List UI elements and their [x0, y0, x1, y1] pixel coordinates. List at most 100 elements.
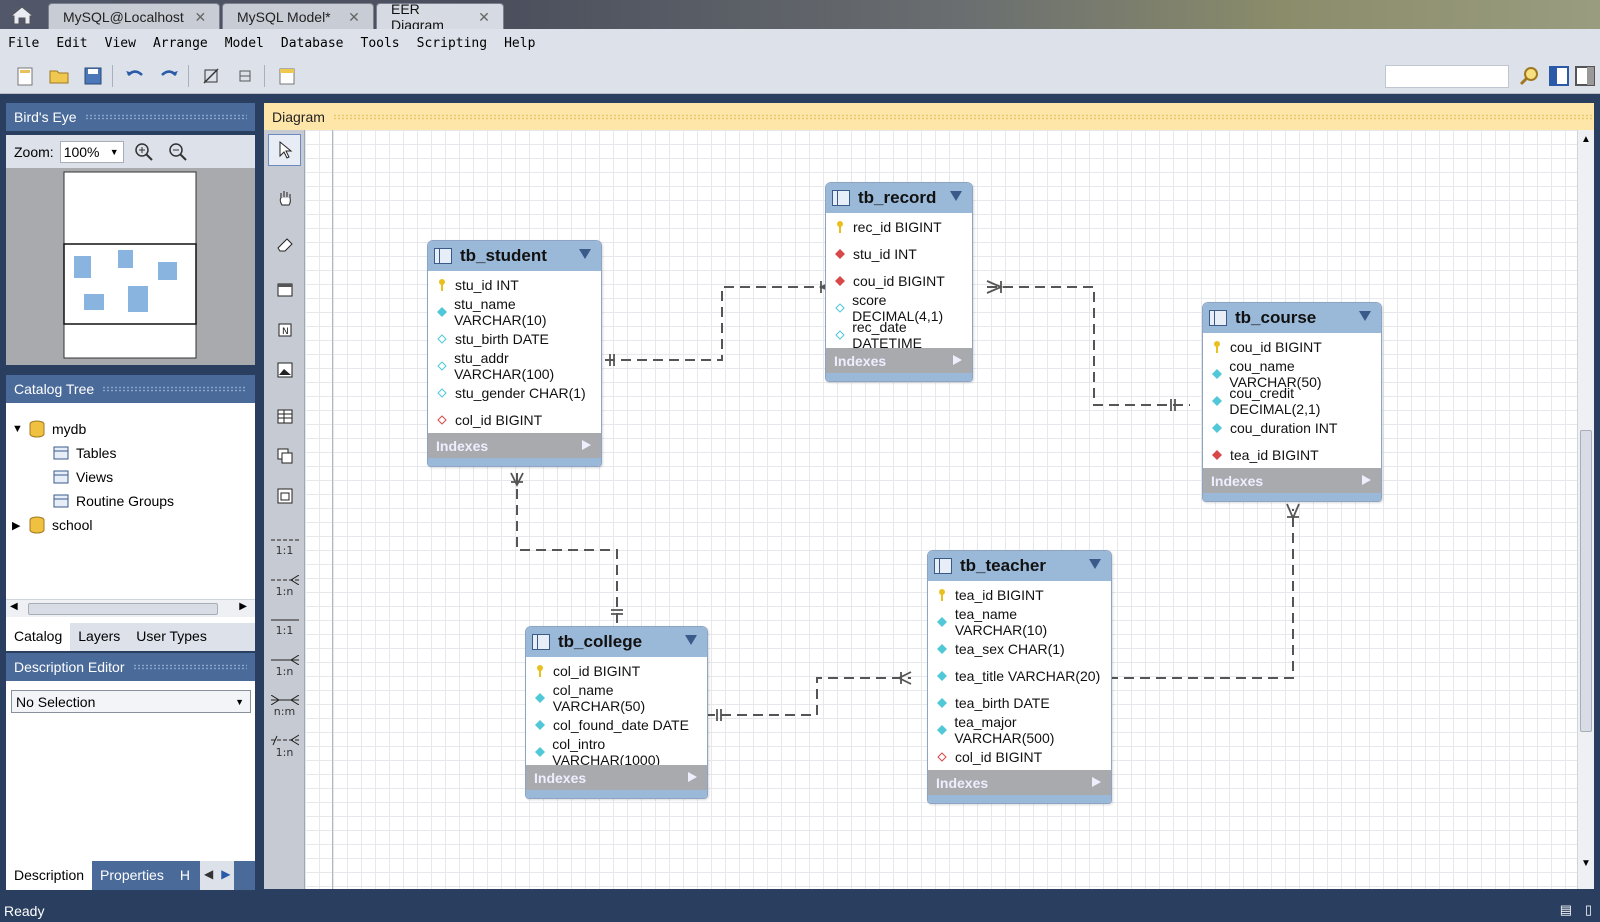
tree-item-routine-groups[interactable]: Routine Groups: [52, 492, 174, 510]
column-row[interactable]: stu_id INT: [428, 271, 601, 298]
table-tb-college[interactable]: tb_college col_id BIGINT col_name VARCHA…: [525, 626, 708, 799]
column-row[interactable]: col_id BIGINT: [928, 743, 1111, 770]
collapse-icon[interactable]: [685, 635, 697, 645]
column-row[interactable]: score DECIMAL(4,1): [826, 294, 972, 321]
redo-icon[interactable]: [158, 65, 180, 87]
close-icon[interactable]: ✕: [347, 10, 361, 24]
birdseye-view[interactable]: [6, 168, 255, 365]
scrollbar-thumb[interactable]: [28, 603, 218, 615]
routine-group-tool[interactable]: [268, 480, 301, 512]
relationship-1-n-tool[interactable]: 1:n: [268, 570, 301, 602]
horizontal-scrollbar[interactable]: ◀ ▶: [6, 599, 255, 617]
relationship-existing-columns-tool[interactable]: 1:n: [268, 730, 301, 762]
column-row[interactable]: tea_id BIGINT: [928, 581, 1111, 608]
align-grid-icon[interactable]: [234, 65, 256, 87]
tab-mysql-model[interactable]: MySQL Model* ✕: [222, 3, 374, 29]
close-icon[interactable]: ✕: [194, 10, 207, 24]
indexes-section[interactable]: Indexes: [1203, 468, 1381, 493]
column-row[interactable]: rec_date DATETIME: [826, 321, 972, 348]
menu-help[interactable]: Help: [504, 36, 535, 51]
collapse-icon[interactable]: [950, 191, 962, 201]
column-row[interactable]: cou_id BIGINT: [826, 267, 972, 294]
column-row[interactable]: rec_id BIGINT: [826, 213, 972, 240]
table-header[interactable]: tb_record: [826, 183, 972, 213]
tab-eer-diagram[interactable]: EER Diagram ✕: [376, 3, 504, 29]
table-tool[interactable]: [268, 400, 301, 432]
save-icon[interactable]: [82, 65, 104, 87]
search-icon[interactable]: [1518, 65, 1540, 87]
tab-mysql-localhost[interactable]: MySQL@Localhost ✕: [48, 3, 220, 29]
menu-edit[interactable]: Edit: [56, 36, 87, 51]
column-row[interactable]: col_found_date DATE: [526, 711, 707, 738]
column-row[interactable]: tea_name VARCHAR(10): [928, 608, 1111, 635]
description-editor[interactable]: No Selection ▼: [6, 681, 255, 861]
relationship-1-1-identifying-tool[interactable]: 1:1: [268, 610, 301, 642]
tree-item-mydb[interactable]: ▼ mydb: [12, 420, 86, 438]
menu-model[interactable]: Model: [225, 36, 264, 51]
collapse-icon[interactable]: [579, 249, 591, 259]
column-row[interactable]: stu_gender CHAR(1): [428, 379, 601, 406]
tree-item-tables[interactable]: Tables: [52, 444, 116, 462]
column-row[interactable]: cou_name VARCHAR(50): [1203, 360, 1381, 387]
column-row[interactable]: stu_name VARCHAR(10): [428, 298, 601, 325]
collapsed-arrow-icon[interactable]: ▶: [12, 519, 26, 532]
indexes-section[interactable]: Indexes: [826, 348, 972, 373]
collapse-icon[interactable]: [1359, 311, 1371, 321]
column-row[interactable]: stu_addr VARCHAR(100): [428, 352, 601, 379]
new-document-icon[interactable]: [14, 65, 36, 87]
column-row[interactable]: tea_sex CHAR(1): [928, 635, 1111, 662]
relationship-1-n-identifying-tool[interactable]: 1:n: [268, 650, 301, 682]
undo-icon[interactable]: [124, 65, 146, 87]
tab-history[interactable]: H: [172, 861, 198, 890]
toggle-sidebar-icon[interactable]: [1548, 65, 1570, 87]
toggle-secondary-sidebar-icon[interactable]: [1574, 65, 1596, 87]
zoom-out-icon[interactable]: [168, 142, 188, 162]
tab-catalog[interactable]: Catalog: [6, 623, 70, 651]
tab-scroll-left-icon[interactable]: ◀: [200, 861, 217, 890]
tab-layers[interactable]: Layers: [70, 623, 128, 651]
relationship-n-m-tool[interactable]: n:m: [268, 690, 301, 722]
menu-tools[interactable]: Tools: [361, 36, 400, 51]
view-tool[interactable]: [268, 440, 301, 472]
column-row[interactable]: stu_id INT: [826, 240, 972, 267]
table-tb-student[interactable]: tb_student stu_id INT stu_name VARCHAR(1…: [427, 240, 602, 467]
tree-item-views[interactable]: Views: [52, 468, 113, 486]
column-row[interactable]: col_id BIGINT: [428, 406, 601, 433]
menu-view[interactable]: View: [105, 36, 136, 51]
tab-user-types[interactable]: User Types: [128, 623, 215, 651]
scroll-right-icon[interactable]: ▶: [239, 601, 247, 612]
close-icon[interactable]: ✕: [477, 10, 491, 24]
column-row[interactable]: cou_duration INT: [1203, 414, 1381, 441]
menu-database[interactable]: Database: [281, 36, 344, 51]
zoom-in-icon[interactable]: [134, 142, 154, 162]
column-row[interactable]: tea_title VARCHAR(20): [928, 662, 1111, 689]
secondary-panel-icon[interactable]: ▯: [1585, 902, 1592, 918]
relationship-1-1-tool[interactable]: 1:1: [268, 530, 301, 562]
column-row[interactable]: tea_birth DATE: [928, 689, 1111, 716]
table-header[interactable]: tb_college: [526, 627, 707, 657]
table-tb-course[interactable]: tb_course cou_id BIGINT cou_name VARCHAR…: [1202, 302, 1382, 502]
tab-description[interactable]: Description: [6, 861, 92, 890]
column-row[interactable]: cou_credit DECIMAL(2,1): [1203, 387, 1381, 414]
layer-tool[interactable]: [268, 274, 301, 306]
menu-scripting[interactable]: Scripting: [417, 36, 487, 51]
column-row[interactable]: stu_birth DATE: [428, 325, 601, 352]
open-folder-icon[interactable]: [48, 65, 70, 87]
table-tb-record[interactable]: tb_record rec_id BIGINT stu_id INT cou_i…: [825, 182, 973, 382]
home-button[interactable]: [6, 3, 38, 27]
eraser-tool[interactable]: [268, 228, 301, 260]
indexes-section[interactable]: Indexes: [428, 433, 601, 458]
collapse-icon[interactable]: [1089, 559, 1101, 569]
toggle-grid-icon[interactable]: [200, 65, 222, 87]
scrollbar-thumb[interactable]: [1580, 430, 1592, 732]
pointer-tool[interactable]: [268, 134, 301, 166]
tab-properties[interactable]: Properties: [92, 861, 172, 890]
column-row[interactable]: col_name VARCHAR(50): [526, 684, 707, 711]
scroll-down-icon[interactable]: ▼: [1581, 858, 1591, 869]
note-tool[interactable]: N: [268, 314, 301, 346]
diagram-canvas[interactable]: tb_record rec_id BIGINT stu_id INT cou_i…: [305, 130, 1577, 889]
column-row[interactable]: col_id BIGINT: [526, 657, 707, 684]
column-row[interactable]: tea_major VARCHAR(500): [928, 716, 1111, 743]
zoom-select[interactable]: 100% ▼: [60, 141, 124, 163]
table-tb-teacher[interactable]: tb_teacher tea_id BIGINT tea_name VARCHA…: [927, 550, 1112, 804]
